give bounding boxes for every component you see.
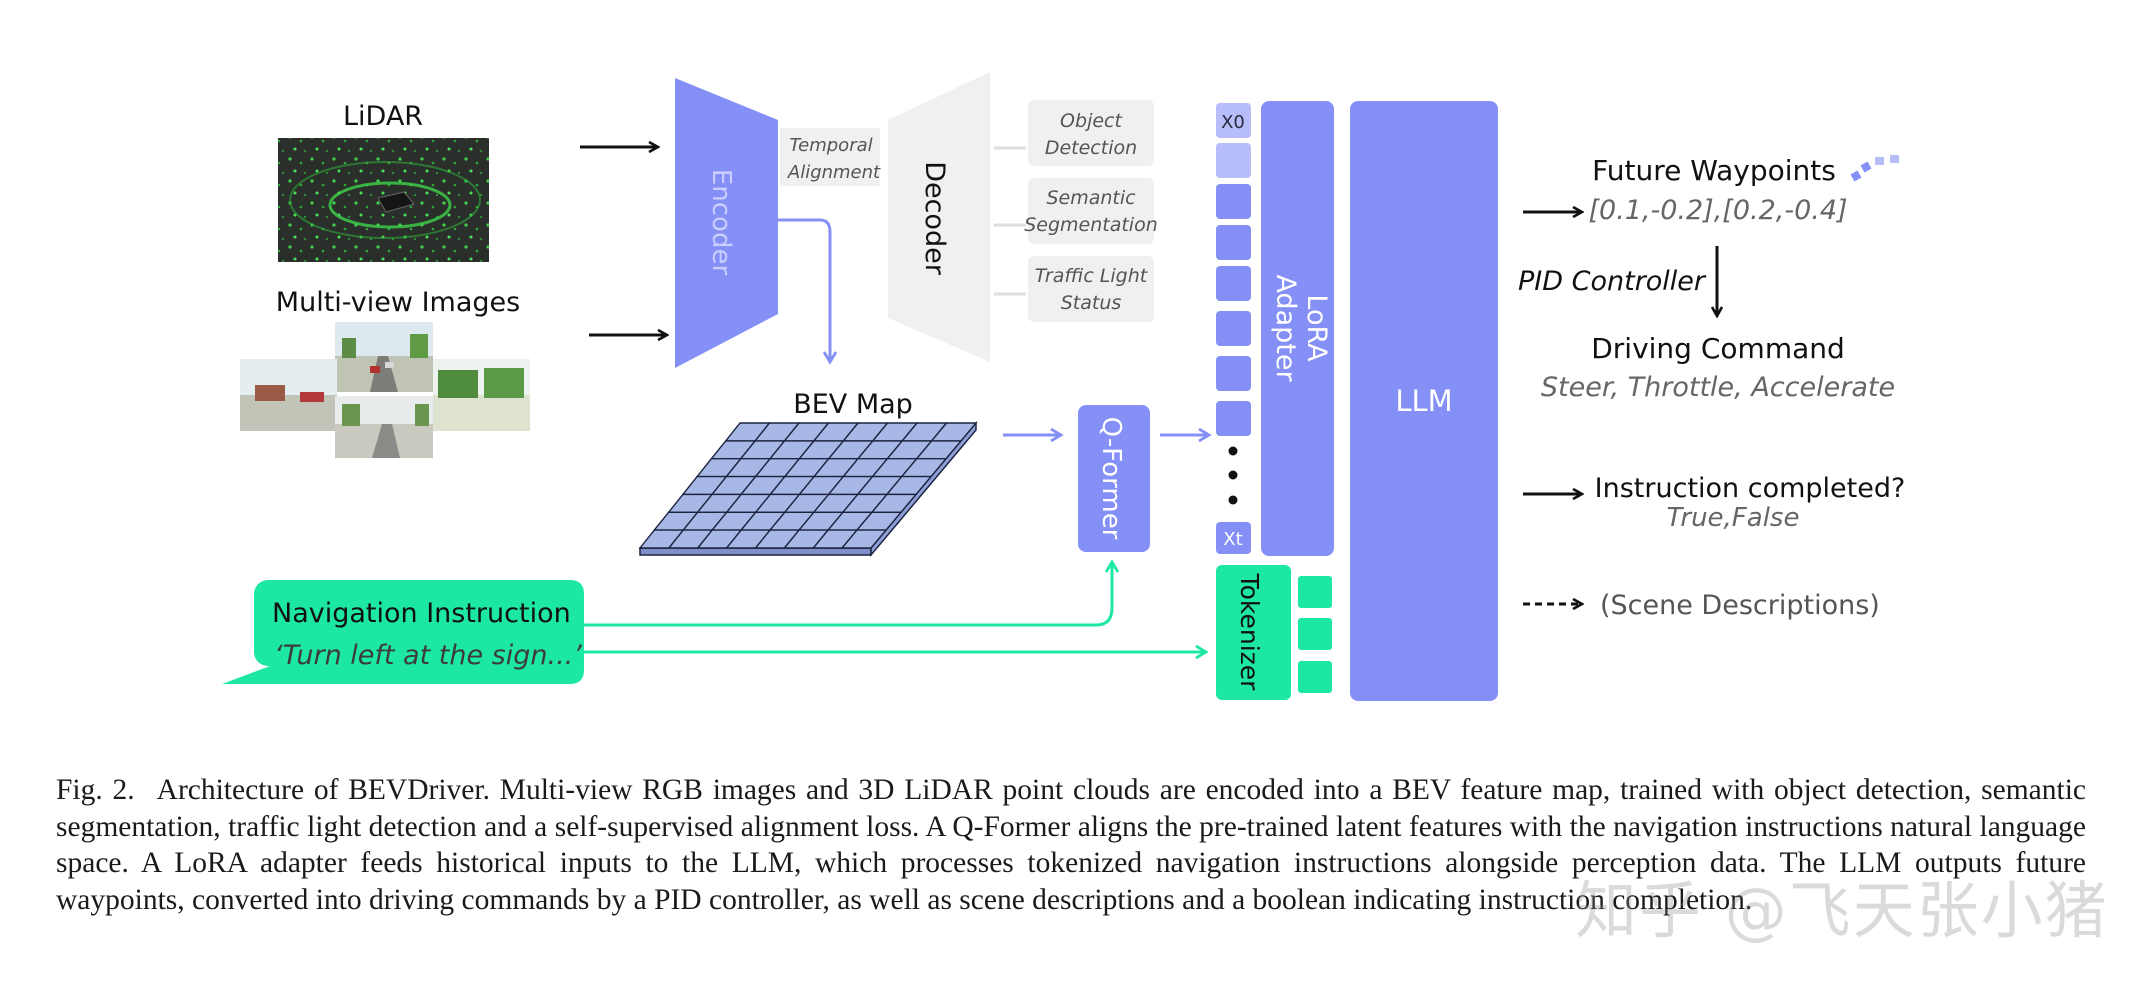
object-detection-line2: Detection — [1045, 137, 1137, 159]
token-xt-label: Xt — [1223, 529, 1242, 550]
navigation-instruction-bubble — [222, 580, 584, 684]
bev-map-grid — [638, 420, 978, 558]
lora-adapter-block — [1261, 101, 1334, 556]
lora-line2: Adapter — [1270, 274, 1301, 382]
camera-view-top — [335, 322, 433, 392]
ellipsis-dot — [1228, 446, 1238, 456]
traffic-light-status-box: Traffic Light Status — [1028, 256, 1154, 322]
temporal-alignment-line1: Temporal — [789, 135, 872, 156]
figure-caption-text: Architecture of BEVDriver. Multi-view RG… — [56, 774, 2086, 916]
nav-to-qformer-arrow — [584, 562, 1112, 627]
object-detection-box: Object Detection — [1028, 100, 1154, 166]
scene-descriptions-label: (Scene Descriptions) — [1600, 590, 1880, 621]
command-title: Driving Command — [1591, 332, 1845, 365]
decoder-block — [888, 72, 990, 362]
token — [1216, 266, 1251, 301]
object-detection-line1: Object — [1060, 110, 1123, 132]
text-token — [1298, 576, 1332, 608]
lora-line1: LoRA — [1301, 294, 1332, 362]
latent-token-column: X0 Xt — [1216, 103, 1251, 554]
encoder-label: Encoder — [706, 169, 736, 276]
multiview-label: Multi-view Images — [276, 287, 520, 318]
traffic-light-line1: Traffic Light — [1035, 265, 1149, 287]
ellipsis-dot — [1228, 495, 1238, 505]
token — [1216, 184, 1251, 219]
text-token — [1298, 618, 1332, 650]
token-xt — [1216, 522, 1251, 554]
decoder-outputs: Object Detection Semantic Segmentation T… — [994, 100, 1158, 322]
encoder-to-bev-arrow — [778, 218, 830, 362]
waypoint-trajectory-icon — [1850, 155, 1899, 182]
text-token — [1298, 661, 1332, 693]
command-value: Steer, Throttle, Accelerate — [1541, 372, 1895, 403]
waypoints-value: [0.1,-0.2],[0.2,-0.4] — [1588, 195, 1847, 226]
tokenizer-label: Tokenizer — [1235, 573, 1264, 692]
camera-view-right — [433, 359, 530, 431]
semantic-segmentation-line1: Semantic — [1046, 187, 1136, 209]
lidar-label: LiDAR — [343, 101, 423, 132]
navigation-title: Navigation Instruction — [272, 598, 571, 629]
pid-label: PID Controller — [1518, 266, 1707, 297]
instruction-value: True,False — [1667, 503, 1800, 533]
token — [1216, 401, 1251, 436]
instruction-title: Instruction completed? — [1595, 473, 1906, 504]
watermark-text: 知乎 @飞天张小猪 — [1575, 874, 2109, 947]
ellipsis-dot — [1228, 470, 1238, 480]
token — [1216, 356, 1251, 391]
token-x0 — [1216, 103, 1251, 138]
traffic-light-line2: Status — [1061, 292, 1122, 314]
token — [1216, 143, 1251, 178]
bev-map-label: BEV Map — [793, 389, 913, 420]
encoder-block — [675, 78, 778, 368]
decoder-label: Decoder — [919, 161, 950, 276]
llm-block — [1350, 101, 1498, 701]
camera-view-bottom — [335, 396, 433, 458]
token — [1216, 311, 1251, 346]
figure-caption: Fig. 2.Architecture of BEVDriver. Multi-… — [56, 772, 2086, 918]
qformer-block — [1078, 405, 1150, 552]
temporal-alignment: Temporal Alignment — [780, 128, 881, 186]
camera-view-left — [240, 359, 337, 431]
figure-label: Fig. 2. — [56, 774, 135, 806]
temporal-alignment-line2: Alignment — [787, 162, 881, 183]
token-x0-label: X0 — [1221, 112, 1245, 133]
lidar-image — [278, 138, 489, 262]
tokenizer-block — [1216, 565, 1291, 700]
multiview-images — [240, 322, 530, 458]
semantic-segmentation-box: Semantic Segmentation — [1024, 178, 1158, 244]
qformer-label: Q-Former — [1096, 417, 1126, 540]
navigation-example: ‘Turn left at the sign...’ — [274, 640, 582, 671]
token — [1216, 225, 1251, 260]
semantic-segmentation-line2: Segmentation — [1024, 214, 1158, 236]
llm-label: LLM — [1395, 384, 1452, 418]
waypoints-title: Future Waypoints — [1592, 154, 1836, 187]
bev-cell — [840, 529, 888, 549]
